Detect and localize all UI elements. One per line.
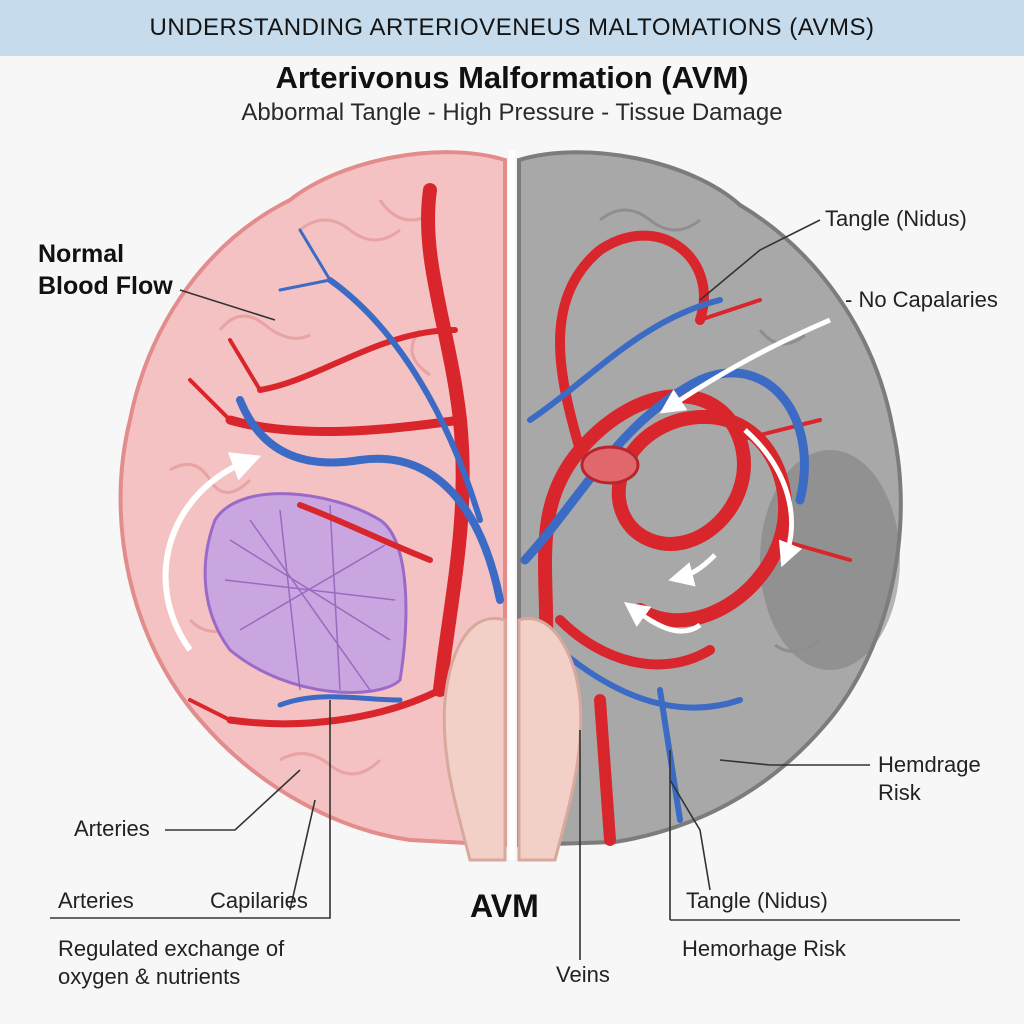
leader-lines: [50, 219, 960, 960]
normal-flow-arrow: [162, 452, 262, 652]
right-hemisphere: [517, 150, 903, 848]
label-hemorrhage-bottom: Hemorhage Risk: [682, 936, 846, 961]
left-brainstem: [442, 617, 507, 862]
label-normal-flow-line2: Blood Flow: [38, 272, 173, 300]
label-veins: Veins: [556, 962, 610, 987]
right-brainstem: [517, 617, 583, 862]
avm-flow-arrow-4: [623, 602, 702, 634]
label-exchange-line2: oxygen & nutrients: [58, 964, 241, 989]
label-hemorrhage-line2: Risk: [878, 780, 921, 805]
header-banner: UNDERSTANDING ARTERIOVENEUS MALTOMATIONS…: [0, 0, 1024, 56]
diagram-title: Arterivonus Malformation (AVM): [275, 60, 749, 95]
avm-flow-arrow-1: [659, 317, 831, 414]
left-vein-trunk: [236, 396, 504, 604]
label-capillaries: Capilaries: [210, 888, 308, 913]
avm-flow-arrow-2: [743, 428, 803, 568]
label-tangle-bottom: Tangle (Nidus): [686, 888, 828, 913]
avm-flow-arrow-3: [668, 553, 717, 587]
label-arteries-lower: Arteries: [58, 888, 134, 913]
label-normal-flow-line1: Normal: [38, 240, 125, 268]
label-avm: AVM: [470, 888, 539, 924]
nidus-vein-loop: [520, 368, 809, 565]
label-exchange-line1: Regulated exchange of: [58, 936, 285, 961]
label-hemorrhage-line1: Hemdrage: [878, 752, 981, 777]
aneurysm-bulge: [580, 445, 640, 485]
capillary-bed: [203, 492, 408, 694]
label-arteries-upper: Arteries: [74, 816, 150, 841]
diagram-subtitle: Abbormal Tangle - High Pressure - Tissue…: [241, 99, 783, 126]
label-no-capillaries: - No Capalaries: [845, 287, 998, 312]
label-tangle-top: Tangle (Nidus): [825, 206, 967, 231]
